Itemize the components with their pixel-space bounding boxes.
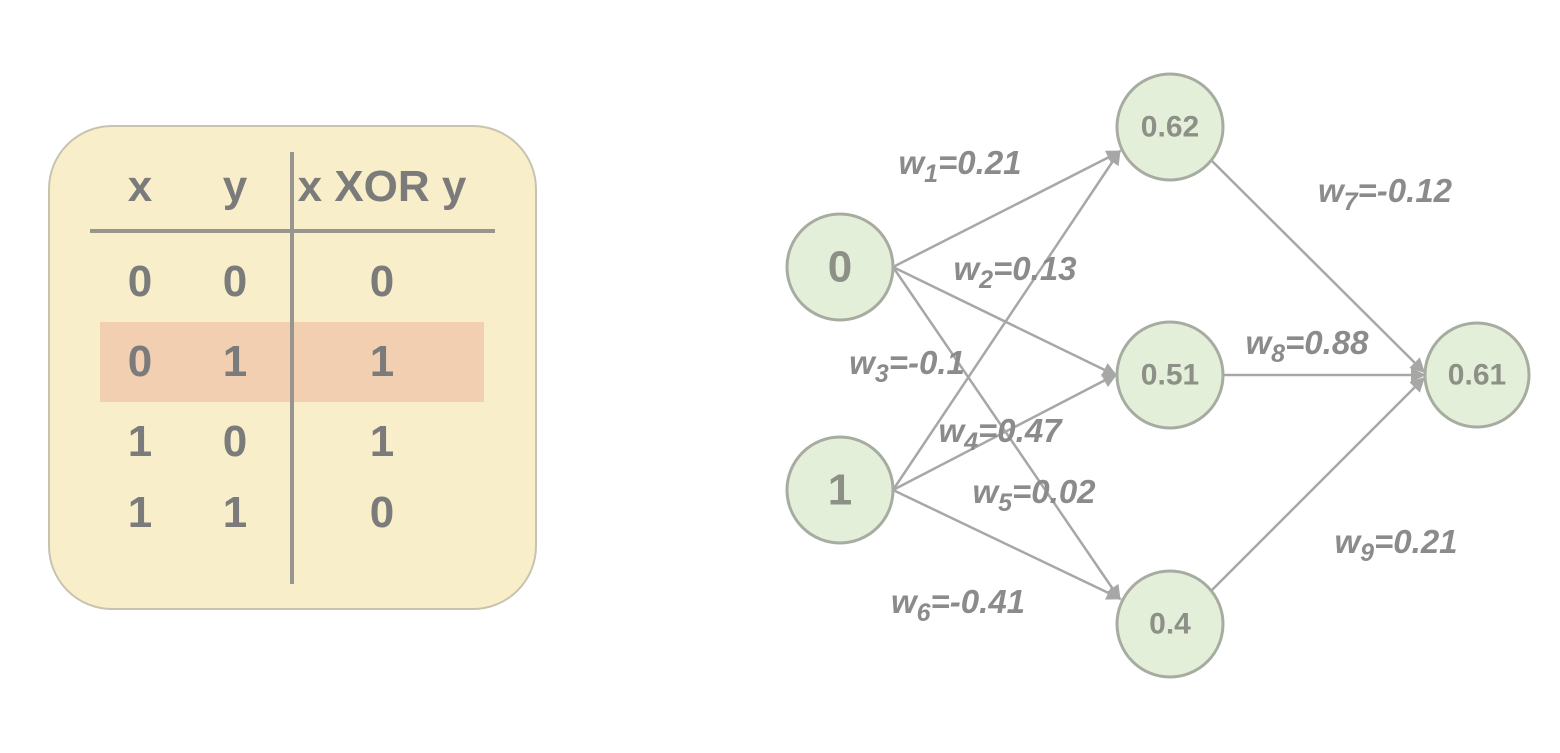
edge-w9 [1210,376,1426,592]
weight-label-w1: w1=0.21 [898,144,1021,188]
table-header-divider [90,229,495,233]
edge-w6 [892,488,1122,600]
input-node-0-value: 0 [828,243,852,292]
table-cell-r3-xor: 0 [369,488,395,537]
xor-truth-table-panel: x y x XOR y 0 0 0 0 1 1 1 0 1 1 1 0 [48,125,537,610]
hidden-node-3-value: 0.4 [1149,608,1191,641]
weight-label-w7: w7=-0.12 [1318,172,1453,216]
hidden-node-1-value: 0.62 [1141,111,1199,144]
table-cell-r1-y: 1 [222,337,248,386]
table-header-x: x [127,162,153,211]
input-node-0 [785,212,895,322]
table-cell-r2-x: 1 [127,417,153,466]
edge-w2 [892,265,1118,377]
input-node-1-value: 1 [828,466,852,515]
table-cell-r2-xor: 1 [369,417,395,466]
table-cell-r1-x: 0 [127,337,153,386]
table-cell-r2-y: 0 [222,417,248,466]
table-header-xor: x XOR y [297,162,467,211]
weight-label-w3: w3=-0.1 [849,344,965,388]
weight-label-w9: w9=0.21 [1334,523,1457,567]
input-node-1 [785,435,895,545]
weight-label-w8: w8=0.88 [1245,324,1369,368]
table-cell-r1-xor: 1 [369,337,395,386]
output-node [1423,321,1531,429]
weight-label-w4: w4=0.47 [938,412,1063,456]
table-cell-r3-x: 1 [127,488,153,537]
hidden-node-1 [1115,72,1225,182]
hidden-node-3 [1115,569,1225,679]
hidden-node-2-value: 0.51 [1141,359,1199,392]
table-header-y: y [222,162,248,211]
weight-label-w5: w5=0.02 [972,473,1096,517]
edge-w1 [892,150,1122,269]
table-column-divider [290,152,294,584]
table-cell-r0-x: 0 [127,257,153,306]
table-cell-r0-xor: 0 [369,257,395,306]
edge-w4 [891,149,1121,491]
table-cell-r3-y: 1 [222,488,248,537]
hidden-node-2 [1115,320,1225,430]
weight-label-w2: w2=0.13 [953,250,1076,294]
table-cell-r0-y: 0 [222,257,248,306]
edge-w5 [892,373,1118,492]
weight-label-w6: w6=-0.41 [891,583,1025,627]
output-node-value: 0.61 [1448,359,1506,392]
edge-w7 [1210,159,1426,374]
